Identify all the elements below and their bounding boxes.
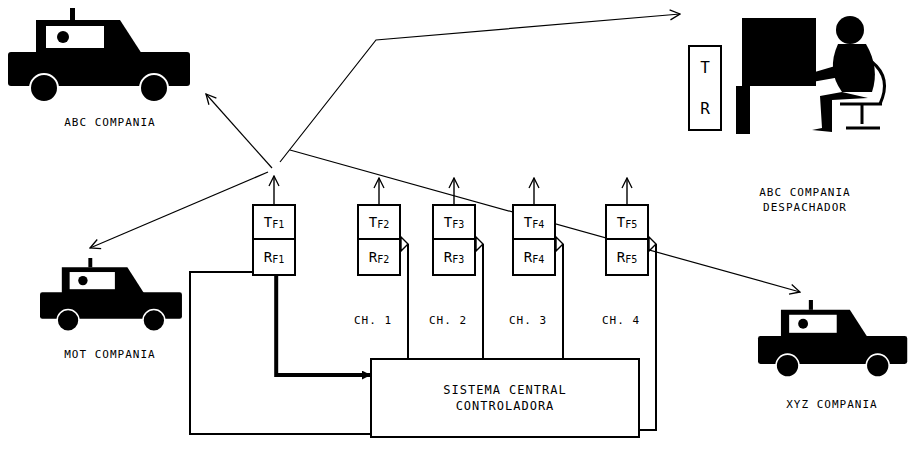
company-label: ABC COMPANIA xyxy=(30,116,190,131)
frequency-subscript: F3 xyxy=(452,220,464,230)
unit-letter: T xyxy=(444,215,452,229)
company-label: XYZ COMPANIA xyxy=(752,398,912,413)
frequency-subscript: F2 xyxy=(377,220,389,230)
port-triangle xyxy=(556,237,563,251)
repeater-half: RF2 xyxy=(359,240,399,274)
repeater-half: RF1 xyxy=(254,240,294,274)
channel-link xyxy=(562,244,564,358)
channel-link xyxy=(407,244,409,358)
unit-letter: T xyxy=(617,215,625,229)
channel-label: CH. 2 xyxy=(418,314,478,329)
repeater-half: TF3 xyxy=(434,206,474,240)
channel-link xyxy=(190,272,370,434)
channel-label: CH. 1 xyxy=(343,314,403,329)
unit-letter: R xyxy=(264,250,272,264)
repeater-half: RF3 xyxy=(434,240,474,274)
repeater-box: TF4RF4 xyxy=(512,204,556,276)
frequency-subscript: F1 xyxy=(272,220,284,230)
frequency-subscript: F5 xyxy=(625,255,637,265)
dispatcher-figure xyxy=(736,16,885,134)
repeater-half: TF5 xyxy=(607,206,647,240)
port-triangle xyxy=(649,237,656,251)
unit-letter: R xyxy=(369,250,377,264)
car-icon xyxy=(758,300,907,377)
frequency-subscript: F4 xyxy=(532,255,544,265)
console-box: TR xyxy=(688,45,722,131)
node-title: SISTEMA CENTRAL CONTROLADORA xyxy=(415,382,595,414)
company-label: MOT COMPANIA xyxy=(30,348,190,363)
frequency-subscript: F3 xyxy=(452,255,464,265)
repeater-half: TF2 xyxy=(359,206,399,240)
car-icon xyxy=(40,258,182,331)
antenna-arrow xyxy=(274,176,627,204)
repeater-box: TF1RF1 xyxy=(252,204,296,276)
port-triangle xyxy=(401,237,408,251)
unit-letter: T xyxy=(524,215,532,229)
unit-letter: T xyxy=(264,215,272,229)
unit-letter: R xyxy=(444,250,452,264)
frequency-subscript: F5 xyxy=(625,220,637,230)
radio-link xyxy=(90,14,800,292)
frequency-subscript: F2 xyxy=(377,255,389,265)
repeater-box: TF5RF5 xyxy=(605,204,649,276)
company-label: ABC COMPANIA DESPACHADOR xyxy=(735,186,875,216)
unit-letter: R xyxy=(700,101,710,117)
unit-letter: T xyxy=(369,215,377,229)
repeater-half: TF1 xyxy=(254,206,294,240)
controller-box: SISTEMA CENTRAL CONTROLADORA xyxy=(370,358,640,438)
unit-letter: T xyxy=(700,60,710,76)
repeater-box: TF3RF3 xyxy=(432,204,476,276)
frequency-subscript: F4 xyxy=(532,220,544,230)
channel-link xyxy=(482,244,484,358)
frequency-subscript: F1 xyxy=(272,255,284,265)
car-icon xyxy=(8,8,190,102)
repeater-box: TF2RF2 xyxy=(357,204,401,276)
repeater-half: TF4 xyxy=(514,206,554,240)
port-triangle xyxy=(476,237,483,251)
unit-letter: R xyxy=(524,250,532,264)
channel-label: CH. 3 xyxy=(498,314,558,329)
repeater-half: RF4 xyxy=(514,240,554,274)
channel-label: CH. 4 xyxy=(591,314,651,329)
unit-letter: R xyxy=(617,250,625,264)
repeater-half: RF5 xyxy=(607,240,647,274)
